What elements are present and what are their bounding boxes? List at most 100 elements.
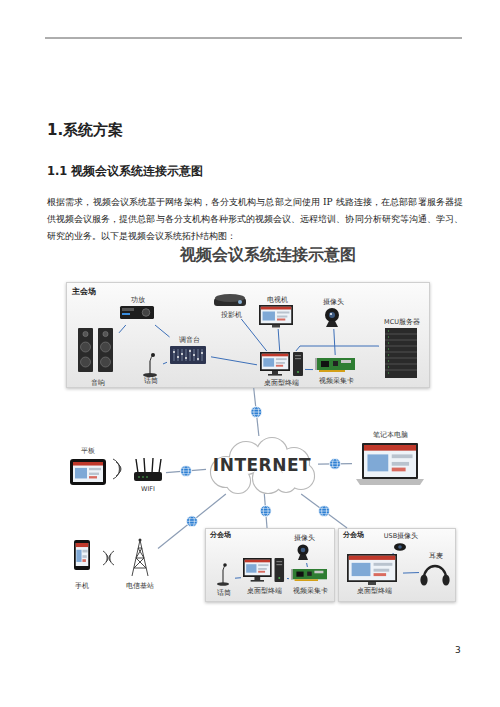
page-number: 3 xyxy=(455,645,461,655)
connector-line xyxy=(211,357,257,365)
projector-icon xyxy=(214,294,246,306)
device-node: 话筒 xyxy=(139,353,163,385)
speaker-icon xyxy=(101,357,111,367)
mixer-icon xyxy=(170,346,206,364)
laptop-icon xyxy=(356,479,424,485)
headset-icon xyxy=(424,566,446,578)
wireless-waves xyxy=(113,459,119,479)
wifi-router-icon xyxy=(134,458,162,481)
device-label: 音响 xyxy=(91,380,105,387)
wireless-waves xyxy=(106,554,108,562)
headset-icon xyxy=(420,575,427,586)
projector-icon xyxy=(238,300,242,304)
microphone-icon xyxy=(223,563,227,567)
microphone-icon xyxy=(223,565,225,570)
device-node: 手机 xyxy=(68,538,96,590)
globe-icon xyxy=(186,516,197,527)
microphone-icon xyxy=(151,353,155,357)
device-node: 耳麦 xyxy=(419,553,453,591)
connector-line xyxy=(278,329,280,351)
microphone-icon xyxy=(222,570,223,584)
device-label: 手机 xyxy=(75,583,89,590)
device-label: 耳麦 xyxy=(429,553,443,560)
device-node: 摄像头 xyxy=(291,535,317,563)
amplifier-icon xyxy=(120,306,154,319)
amplifier-icon xyxy=(120,306,154,319)
wireless-waves xyxy=(119,465,121,473)
wireless-waves xyxy=(109,554,111,562)
device-label: 调音台 xyxy=(179,337,200,344)
device-label: 摄像头 xyxy=(294,535,315,542)
projector-icon xyxy=(215,294,245,302)
camera-icon xyxy=(301,548,306,553)
mixer-icon xyxy=(173,351,203,359)
device-label: MCU服务器 xyxy=(384,319,420,326)
device-node: 桌面型终端 xyxy=(241,557,287,595)
wifi-router-icon xyxy=(138,477,148,478)
connector-line xyxy=(390,553,394,557)
tablet-icon xyxy=(70,459,106,485)
device-node: 音响 xyxy=(77,327,119,387)
desktop-monitor-icon xyxy=(349,556,396,581)
amplifier-icon xyxy=(122,308,134,311)
camera-icon xyxy=(329,312,335,318)
cloud-fill xyxy=(276,472,296,492)
device-label: 视频采集卡 xyxy=(293,588,328,595)
device-label: 桌面型终端 xyxy=(264,380,299,387)
device-label: 笔记本电脑 xyxy=(373,432,408,439)
microphone-icon xyxy=(149,361,150,375)
device-node: 视频采集卡 xyxy=(313,355,359,385)
camera-icon xyxy=(325,308,339,327)
wireless-waves xyxy=(110,551,114,565)
globe-icon xyxy=(319,506,330,517)
connector-line xyxy=(254,388,259,436)
wifi-router-icon xyxy=(136,458,161,473)
device-label: WIFI xyxy=(141,486,155,493)
connector-line xyxy=(305,369,313,370)
device-node: 话筒 xyxy=(213,561,235,597)
speaker-icon xyxy=(103,331,108,336)
cell-tower-icon xyxy=(132,540,148,576)
device-node: USB摄像头 xyxy=(381,533,421,557)
speaker-icon xyxy=(81,342,91,352)
tv-icon xyxy=(259,305,293,325)
connector-line xyxy=(158,494,226,549)
mixer-icon xyxy=(170,346,206,364)
connector-line xyxy=(163,362,167,364)
tablet-icon xyxy=(73,462,103,482)
device-label: 视频采集卡 xyxy=(319,378,354,385)
internet-cloud: INTERNET xyxy=(206,436,318,494)
amplifier-icon xyxy=(142,309,150,317)
cell-tower-icon xyxy=(132,539,148,577)
headset-icon xyxy=(420,566,449,586)
capture-card-icon xyxy=(291,569,327,581)
wireless-waves xyxy=(116,462,120,476)
wifi-router-icon xyxy=(134,472,162,481)
device-node: 笔记本电脑 xyxy=(352,432,428,494)
usb-camera-icon xyxy=(398,545,402,549)
server-node: MCU服务器 xyxy=(379,319,425,381)
capture-card-icon xyxy=(291,569,327,581)
capture-card-icon xyxy=(315,358,355,372)
diagram-title: 视频会议系统连接示意图 xyxy=(100,246,436,264)
connectors xyxy=(119,319,419,579)
speaker-icon xyxy=(78,328,93,372)
body-paragraph: 根据需求，视频会议系统基于网络架构，各分支机构与总部之间使用 IP 线路连接，在… xyxy=(47,194,463,245)
venue-box: 分会场摄像头话筒桌面型终端视频采集卡 xyxy=(205,528,335,602)
page-rule xyxy=(45,38,462,39)
connector-line xyxy=(334,329,335,355)
headset-icon xyxy=(442,575,449,586)
connector-line xyxy=(166,469,206,472)
device-node: 电视机 xyxy=(257,297,297,329)
connector-line xyxy=(287,578,289,579)
device-node: 功放 xyxy=(119,297,157,325)
usb-camera-icon xyxy=(394,543,406,551)
connector-line xyxy=(119,325,126,333)
laptop-icon xyxy=(362,443,418,479)
device-node: 视频采集卡 xyxy=(289,567,331,595)
speaker-icon xyxy=(83,331,88,336)
connector-line xyxy=(264,494,267,528)
